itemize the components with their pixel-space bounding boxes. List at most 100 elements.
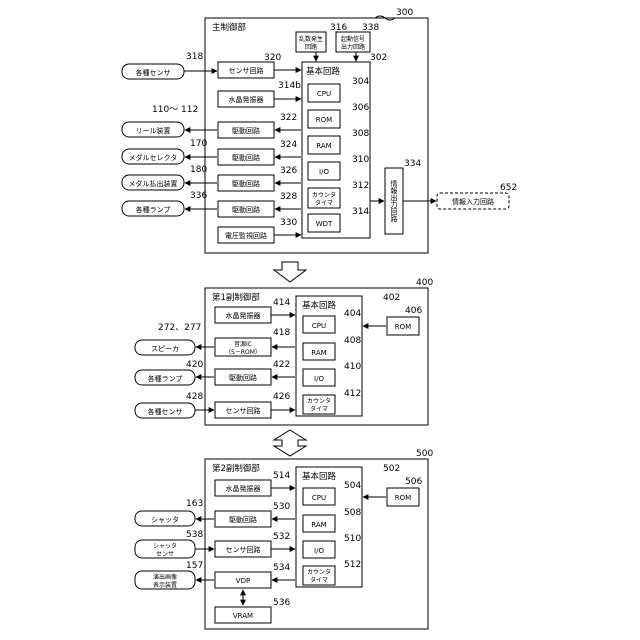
sub2-counter-label-2: タイマ (310, 576, 328, 584)
info-output-ref: 334 (404, 159, 421, 169)
sub1-basic-title: 基本回路 (302, 300, 337, 311)
main-sensor-circuit-ref: 320 (264, 53, 281, 63)
vdp-label: VDP (236, 577, 250, 585)
sub1-drive-label: 駆動回路 (229, 373, 257, 382)
shutter-label: シャッタ (151, 515, 179, 524)
sub1-control-section: 第1副制御部 400 基本回路 402 CPU 404 RAM 408 I/O … (135, 278, 433, 425)
sub2-ram-label: RAM (311, 521, 326, 529)
main-ram-label: RAM (316, 142, 331, 150)
main-control-title: 主制御部 (212, 22, 247, 33)
vdp-ref: 534 (273, 563, 290, 573)
main-basic-ref: 302 (370, 53, 387, 63)
display-device-label: 演出画像 (153, 573, 177, 581)
sub2-drive-label: 駆動回路 (229, 515, 257, 524)
sub1-control-ref: 400 (416, 278, 433, 288)
main-drive-ref-4: 328 (280, 192, 297, 202)
sub1-basic-ref: 402 (383, 293, 400, 303)
sub1-sound-label: 音源IC (234, 340, 252, 348)
sub1-sensor-circuit-ref: 426 (273, 392, 290, 402)
sub1-sensor-circuit-label: センサ回路 (226, 406, 261, 415)
sub1-crystal-ref: 414 (273, 298, 290, 308)
main-lamp-ref: 336 (190, 191, 207, 201)
sub2-io-ref: 510 (344, 534, 361, 544)
sub1-cpu-ref: 404 (344, 309, 361, 319)
speaker-ref: 272、277 (158, 323, 201, 333)
noise-generator-label-2: 回路 (305, 43, 317, 51)
sub2-basic-title: 基本回路 (302, 471, 337, 482)
sub2-control-title: 第2副制御部 (212, 463, 260, 474)
sub1-crystal-label: 水晶発振器 (226, 311, 261, 320)
main-ext-sensor-label: 各種センサ (136, 68, 171, 77)
sub2-cpu-label: CPU (312, 494, 326, 502)
sub2-counter-label: カウンタ (307, 568, 331, 576)
info-input-label: 情報入力回路 (452, 197, 494, 206)
sub2-basic-ref: 502 (383, 464, 400, 474)
main-drive-ref-3: 326 (280, 166, 297, 176)
sub1-cpu-label: CPU (312, 322, 326, 330)
main-control-ref: 300 (396, 8, 413, 18)
sub2-drive-ref: 530 (273, 502, 290, 512)
sub2-sensor-circuit-label: センサ回路 (226, 545, 261, 554)
main-voltage-label: 電圧監視回路 (225, 231, 267, 240)
medal-payout-label: メダル払出装置 (129, 179, 178, 188)
down-arrow-icon (274, 262, 306, 282)
sub2-ram-ref: 508 (344, 508, 361, 518)
display-device-label-2: 表示装置 (153, 581, 177, 589)
shutter-sensor-label-2: センサ (156, 551, 174, 558)
main-rom-ref: 306 (352, 103, 369, 113)
sub2-control-ref: 500 (416, 449, 433, 459)
main-rom-label: ROM (316, 116, 332, 124)
noise-generator-label: 乱数発生 (299, 35, 323, 43)
main-counter-ref: 312 (352, 181, 369, 191)
medal-payout-ref: 180 (190, 165, 207, 175)
main-counter-label-2: タイマ (315, 199, 333, 207)
sub1-drive-ref: 422 (273, 360, 290, 370)
shutter-ref: 163 (186, 499, 203, 509)
reel-device-label: リール装置 (136, 126, 171, 135)
sub1-io-label: I/O (314, 375, 324, 383)
main-wdt-label: WDT (316, 220, 333, 228)
reel-device-ref: 110～ 112 (152, 105, 198, 115)
sub1-rom-label: ROM (395, 323, 411, 331)
main-cpu-ref: 304 (352, 77, 369, 87)
start-signal-label-2: 出力回路 (341, 43, 365, 51)
sub1-lamp-label: 各種ランプ (148, 374, 183, 383)
info-input-ref: 652 (500, 183, 517, 193)
main-drive-label-1: 駆動回路 (232, 126, 260, 135)
main-control-section: 主制御部 300 乱数発生 回路 316 起動信号 出力回路 338 基本回路 … (122, 8, 517, 253)
sub2-counter-ref: 512 (344, 560, 361, 570)
start-signal-ref: 338 (362, 23, 379, 33)
sub1-control-title: 第1副制御部 (212, 292, 260, 303)
sub1-sound-label-2: （S－ROM） (225, 349, 261, 356)
sub2-sensor-circuit-ref: 532 (273, 532, 290, 542)
sub1-ram-label: RAM (311, 349, 326, 357)
main-sensor-circuit-label: センサ回路 (229, 66, 264, 75)
main-io-ref: 310 (352, 155, 369, 165)
main-drive-label-2: 駆動回路 (232, 153, 260, 162)
main-wdt-ref: 314 (352, 207, 369, 217)
start-signal-label: 起動信号 (341, 35, 365, 43)
main-cpu-label: CPU (317, 90, 331, 98)
sub1-counter-ref: 412 (344, 389, 361, 399)
sub2-crystal-ref: 514 (273, 471, 290, 481)
main-ext-sensor-ref: 318 (186, 52, 203, 62)
shutter-sensor-label: シャッタ (153, 542, 177, 550)
main-drive-ref-1: 322 (280, 113, 297, 123)
sub1-io-ref: 410 (344, 362, 361, 372)
display-device-ref: 157 (186, 561, 203, 571)
shutter-sensor-ref: 538 (186, 530, 203, 540)
main-lamp-label: 各種ランプ (136, 205, 171, 214)
sub1-ext-sensor-ref: 428 (186, 392, 203, 402)
main-voltage-ref: 330 (280, 218, 297, 228)
double-arrow-icon (274, 430, 306, 456)
sub1-ext-sensor-label: 各種センサ (148, 407, 183, 416)
sub1-sound-ref: 418 (273, 328, 290, 338)
medal-selector-ref: 170 (190, 139, 207, 149)
main-ram-ref: 308 (352, 129, 369, 139)
info-output-label: 情報出力回路 (390, 179, 398, 223)
main-drive-label-4: 駆動回路 (232, 205, 260, 214)
sub1-counter-label: カウンタ (307, 397, 331, 405)
sub2-cpu-ref: 504 (344, 481, 361, 491)
main-drive-label-3: 駆動回路 (232, 179, 260, 188)
